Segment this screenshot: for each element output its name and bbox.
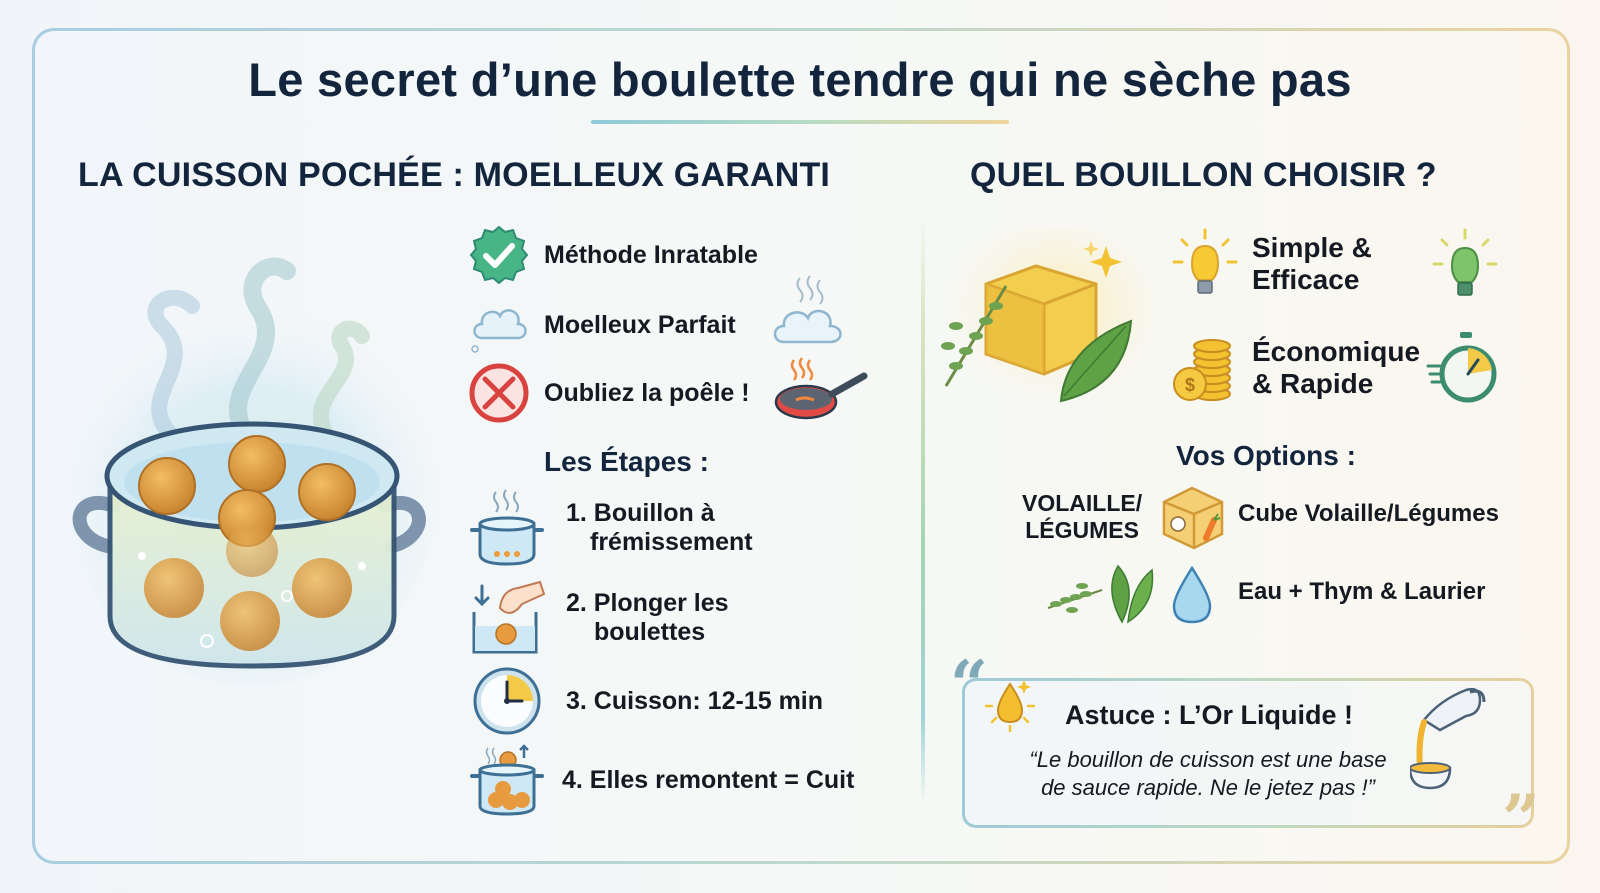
section-divider <box>921 215 925 805</box>
right-section-heading: QUEL BOUILLON CHOISIR ? <box>970 156 1437 194</box>
tip-title: Astuce : L’Or Liquide ! <box>1065 700 1354 730</box>
step-3: 3. Cuisson: 12-15 min <box>466 666 823 736</box>
step-label-line2: boulettes <box>594 618 706 646</box>
tip-quote-line1: “Le bouillon de cuisson est une base <box>1029 747 1387 772</box>
benefit-simple-efficace: Simple & Efficace <box>1172 226 1372 302</box>
golden-drop-icon <box>984 680 1036 732</box>
svg-text:$: $ <box>1185 375 1195 395</box>
step-4: 4. Elles remontent = Cuit <box>466 742 854 818</box>
open-quote-mark: “ <box>950 646 988 724</box>
steaming-cloud-icon <box>773 275 842 344</box>
simmering-pot-icon <box>470 489 544 566</box>
floating-balls-pot-icon <box>470 744 544 816</box>
title-underline <box>591 120 1009 124</box>
step-2: 2. Plonger les boulettes <box>466 578 729 658</box>
coins-icon: $ <box>1173 339 1231 401</box>
page-title: Le secret d’une boulette tendre qui ne s… <box>248 53 1352 106</box>
left-section-heading: LA CUISSON POCHÉE : MOELLEUX GARANTI <box>78 156 831 194</box>
frying-pan-icon <box>774 357 868 420</box>
feature-methode-inratable: Méthode Inratable <box>468 224 758 286</box>
stopwatch-icon <box>1426 332 1497 403</box>
options-heading: Vos Options : <box>1176 440 1356 471</box>
benefit-label-line2: Efficace <box>1252 264 1360 295</box>
clock-icon <box>473 667 541 735</box>
close-quote-mark: ” <box>1502 780 1540 858</box>
benefit-label-line1: Simple & <box>1252 232 1372 263</box>
feature-label: Oubliez la poêle ! <box>544 378 750 407</box>
feature-moelleux-parfait: Moelleux Parfait <box>468 294 736 356</box>
chicken-carrot-cube-icon <box>1162 486 1224 550</box>
option-label: Cube Volaille/Légumes <box>1238 500 1499 527</box>
option-label: Eau + Thym & Laurier <box>1238 578 1486 605</box>
benefit-economique-rapide: $ Économique & Rapide <box>1172 332 1420 404</box>
feature-label: Méthode Inratable <box>544 240 758 269</box>
step-label-line1: 1. Bouillon à <box>566 499 715 527</box>
gravy-boat-pouring-icon <box>1410 687 1486 790</box>
step-1: 1. Bouillon à frémissement <box>466 488 753 568</box>
benefit-label-line2: & Rapide <box>1252 368 1374 399</box>
pot-meatballs-illustration <box>67 257 437 686</box>
benefit-label-line1: Économique <box>1252 336 1421 367</box>
feature-oubliez-poele: Oubliez la poêle ! <box>468 362 750 424</box>
no-sign-icon <box>469 363 529 423</box>
step-label: 3. Cuisson: 12-15 min <box>566 686 824 715</box>
step-label-line2: frémissement <box>590 528 753 556</box>
option-tag-line2: LÉGUMES <box>1025 517 1139 543</box>
option-tag-line1: VOLAILLE/ <box>1022 490 1143 516</box>
hand-drop-ball-icon <box>472 580 546 654</box>
water-drop-herbs-icon <box>1047 564 1212 624</box>
cloud-icon <box>471 309 527 353</box>
stock-cube-illustration <box>936 226 1156 411</box>
tip-quote: “Le bouillon de cuisson est une base de … <box>988 746 1428 802</box>
step-label-line1: 2. Plonger les <box>566 589 729 617</box>
tip-quote-line2: de sauce rapide. Ne le jetez pas !” <box>1041 775 1375 800</box>
step-label: 4. Elles remontent = Cuit <box>562 765 855 794</box>
check-badge-icon <box>469 225 529 285</box>
steps-heading: Les Étapes : <box>544 446 709 477</box>
option-tag: VOLAILLE/ LÉGUMES <box>1022 490 1142 544</box>
lightbulb-green-icon <box>1432 228 1498 296</box>
lightbulb-yellow-icon <box>1172 228 1238 294</box>
feature-label: Moelleux Parfait <box>544 310 736 339</box>
tip-box <box>962 678 1534 828</box>
